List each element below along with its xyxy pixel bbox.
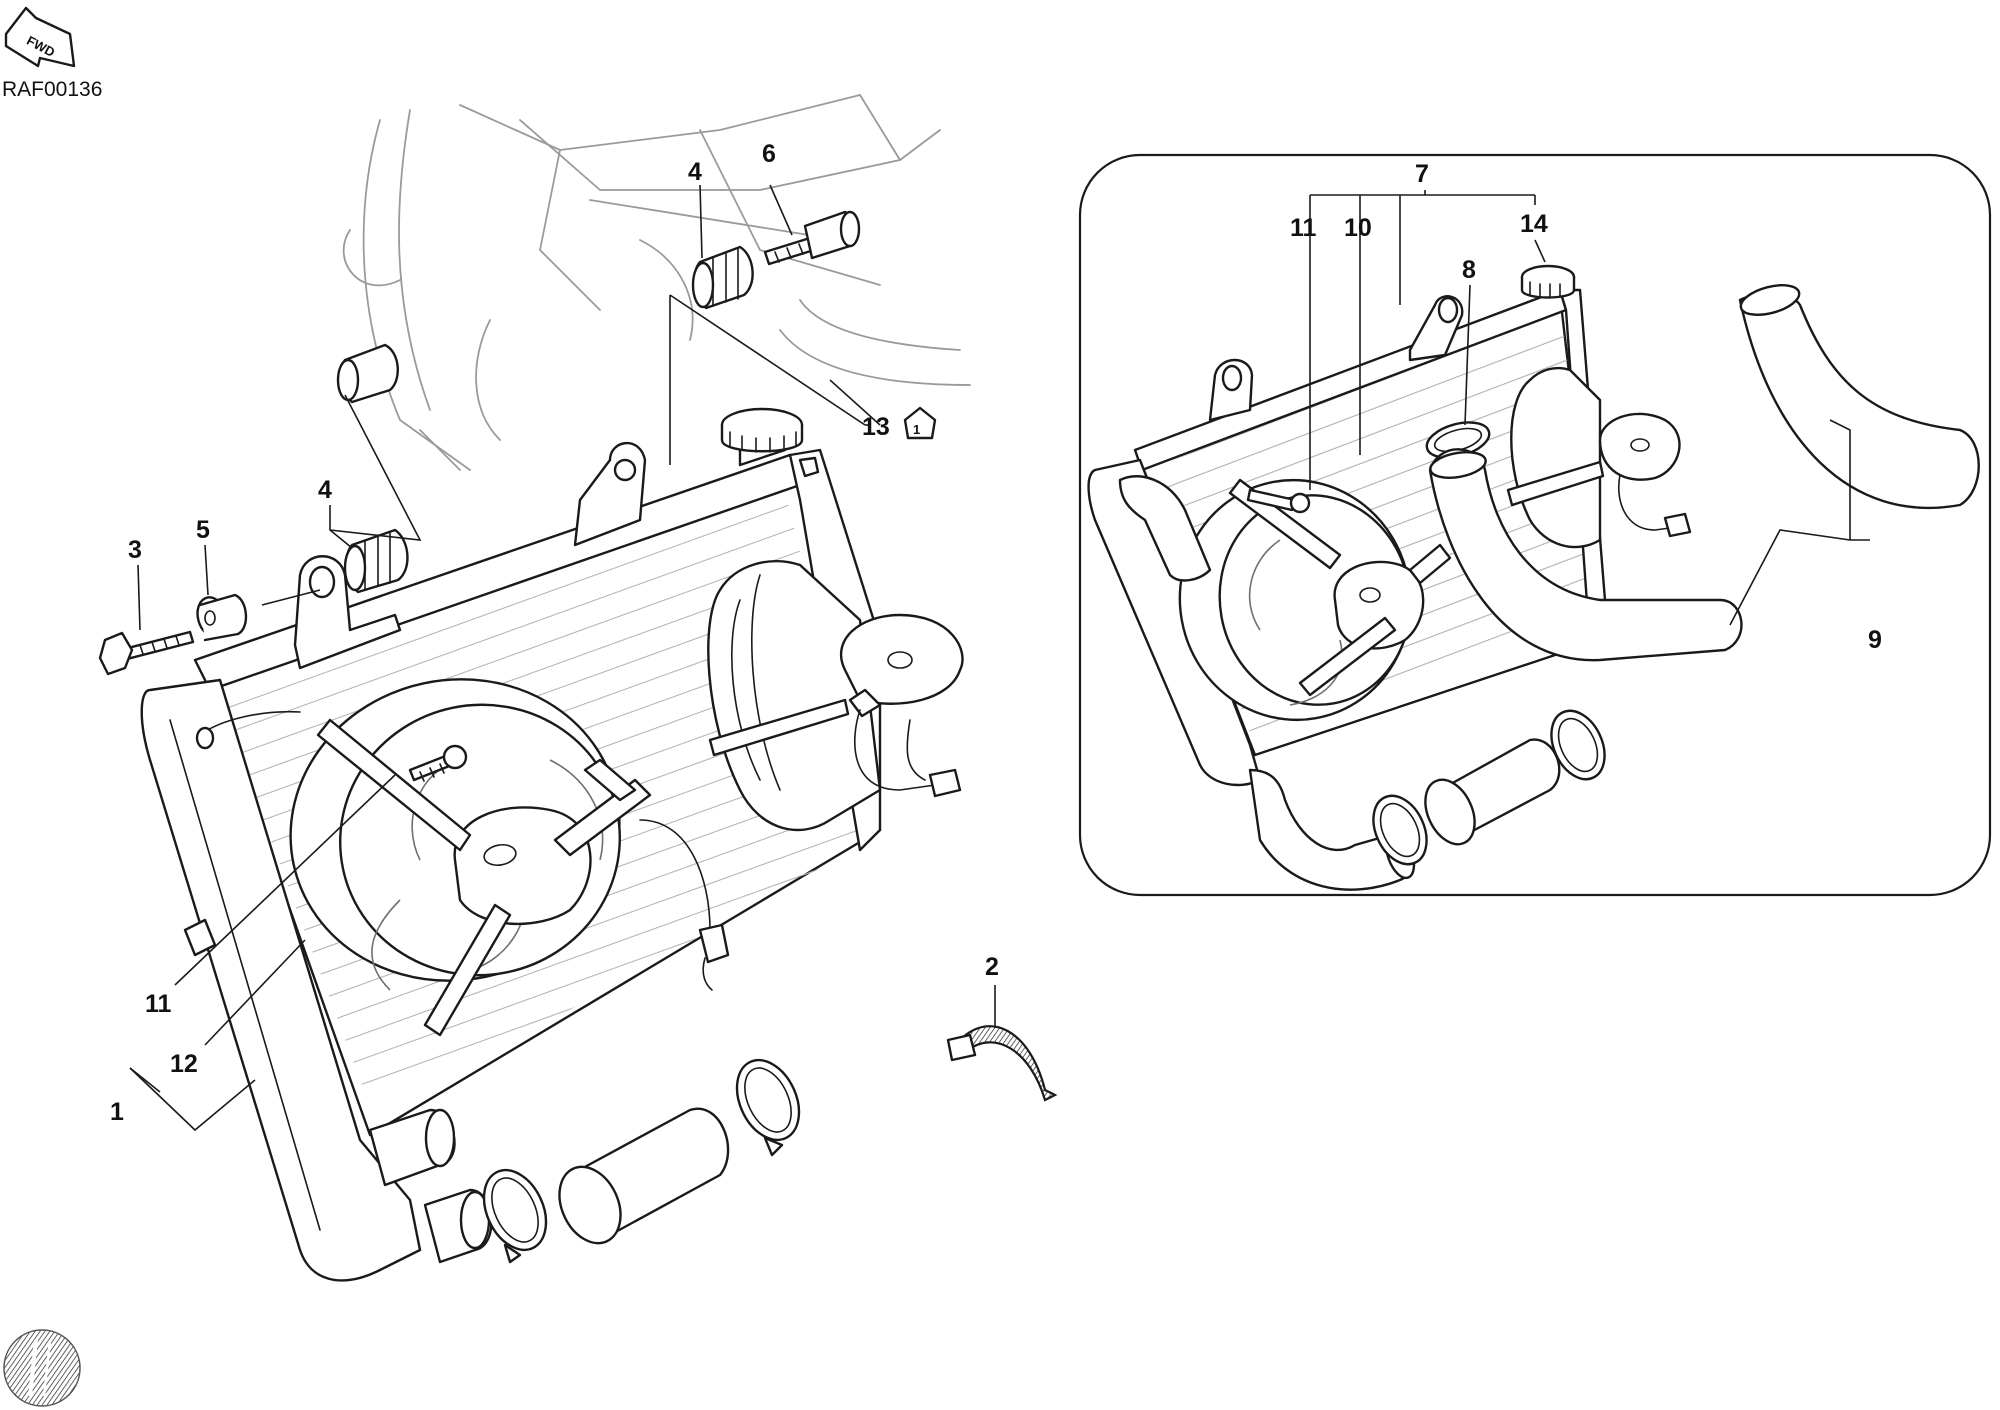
callout-4-upper: 4	[688, 158, 702, 186]
rubber-grommet-4-upper	[691, 245, 754, 310]
reference-marker-label: 1	[913, 422, 920, 437]
callout-11-inset: 11	[1290, 214, 1317, 242]
callout-11: 11	[145, 990, 172, 1018]
motorcycle-frame	[342, 94, 971, 471]
callout-9: 9	[1868, 626, 1882, 654]
washer-5	[196, 593, 248, 642]
radiator-inset	[1087, 264, 1980, 891]
fan-screw-left	[408, 744, 468, 782]
hose-clip-2	[946, 1025, 1058, 1102]
radiator-outlet-pipes	[368, 1108, 493, 1264]
callout-14: 14	[1520, 210, 1548, 238]
rubber-grommet-4-lower	[343, 528, 409, 594]
leader-lines-inset	[1309, 190, 1870, 626]
leader-lines-left	[129, 184, 996, 1132]
radiator-cap[interactable]	[720, 407, 820, 478]
callout-4-lower: 4	[318, 476, 332, 504]
callout-12: 12	[170, 1050, 198, 1078]
callout-13: 13	[862, 413, 890, 441]
callout-2: 2	[985, 953, 999, 981]
stud-bolt-6	[763, 210, 861, 266]
mounting-bolt-3	[98, 630, 195, 676]
lower-hose-clamps	[482, 1058, 801, 1264]
callout-8: 8	[1462, 256, 1476, 284]
cooling-fan-left-rear	[707, 560, 964, 832]
fwd-arrow-icon: FWD	[4, 6, 76, 68]
callout-1: 1	[110, 1098, 124, 1126]
callout-3: 3	[128, 536, 142, 564]
callout-10: 10	[1344, 214, 1372, 242]
brand-watermark-icon	[3, 1329, 81, 1407]
callout-6: 6	[762, 140, 776, 168]
spacer-upper	[336, 343, 399, 404]
reference-marker-icon: 1	[903, 406, 937, 440]
callout-5: 5	[196, 516, 210, 544]
callout-7: 7	[1415, 160, 1429, 188]
drawing-code: RAF00136	[2, 78, 102, 101]
